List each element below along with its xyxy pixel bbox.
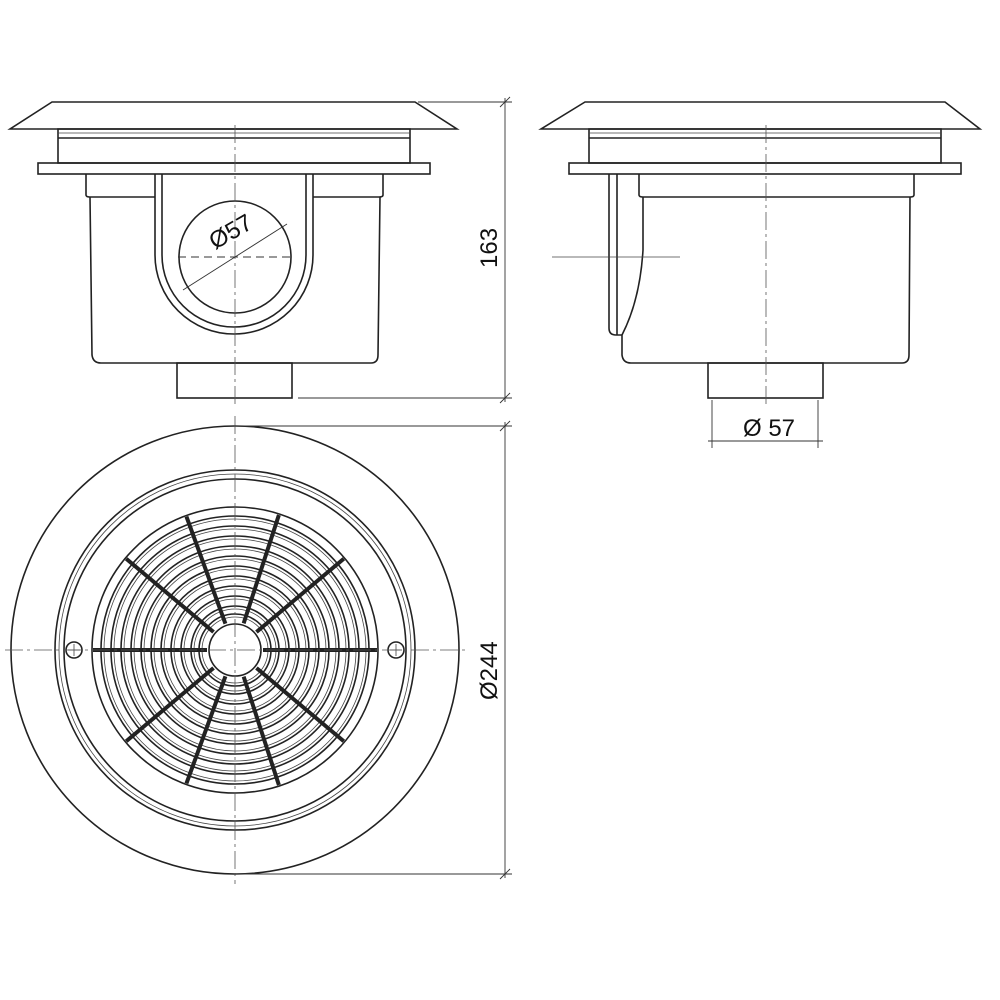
front-frame [57,128,411,164]
front-collar [85,174,384,198]
side-view: Ø 57 [538,101,983,448]
plan-diameter-label: Ø244 [476,641,503,700]
grate-spoke [184,515,228,625]
outlet-diameter-label: Ø 57 [743,415,795,442]
side-flange [568,162,962,175]
grate-spoke [124,557,215,634]
grate-spoke [241,514,281,624]
grate-spoke [255,557,346,634]
grate-spoke [255,666,346,743]
grate-spoke [241,676,281,786]
front-flange [37,162,431,175]
front-cover-plate [7,101,460,130]
front-view: Ø57 [7,101,460,408]
plan-view [5,416,465,884]
height-dimension: 163 [298,96,512,404]
side-body [621,196,911,364]
side-cover-plate [538,101,983,130]
diameter-dimension: Ø244 [235,420,512,880]
front-bottom-pipe [176,362,293,399]
grate-spoke [124,666,215,743]
u-channel-outer [154,174,314,335]
side-bottom-pipe [707,362,824,399]
diameter-leader [182,223,288,291]
height-label: 163 [476,228,503,268]
grate-spoke [184,675,228,785]
